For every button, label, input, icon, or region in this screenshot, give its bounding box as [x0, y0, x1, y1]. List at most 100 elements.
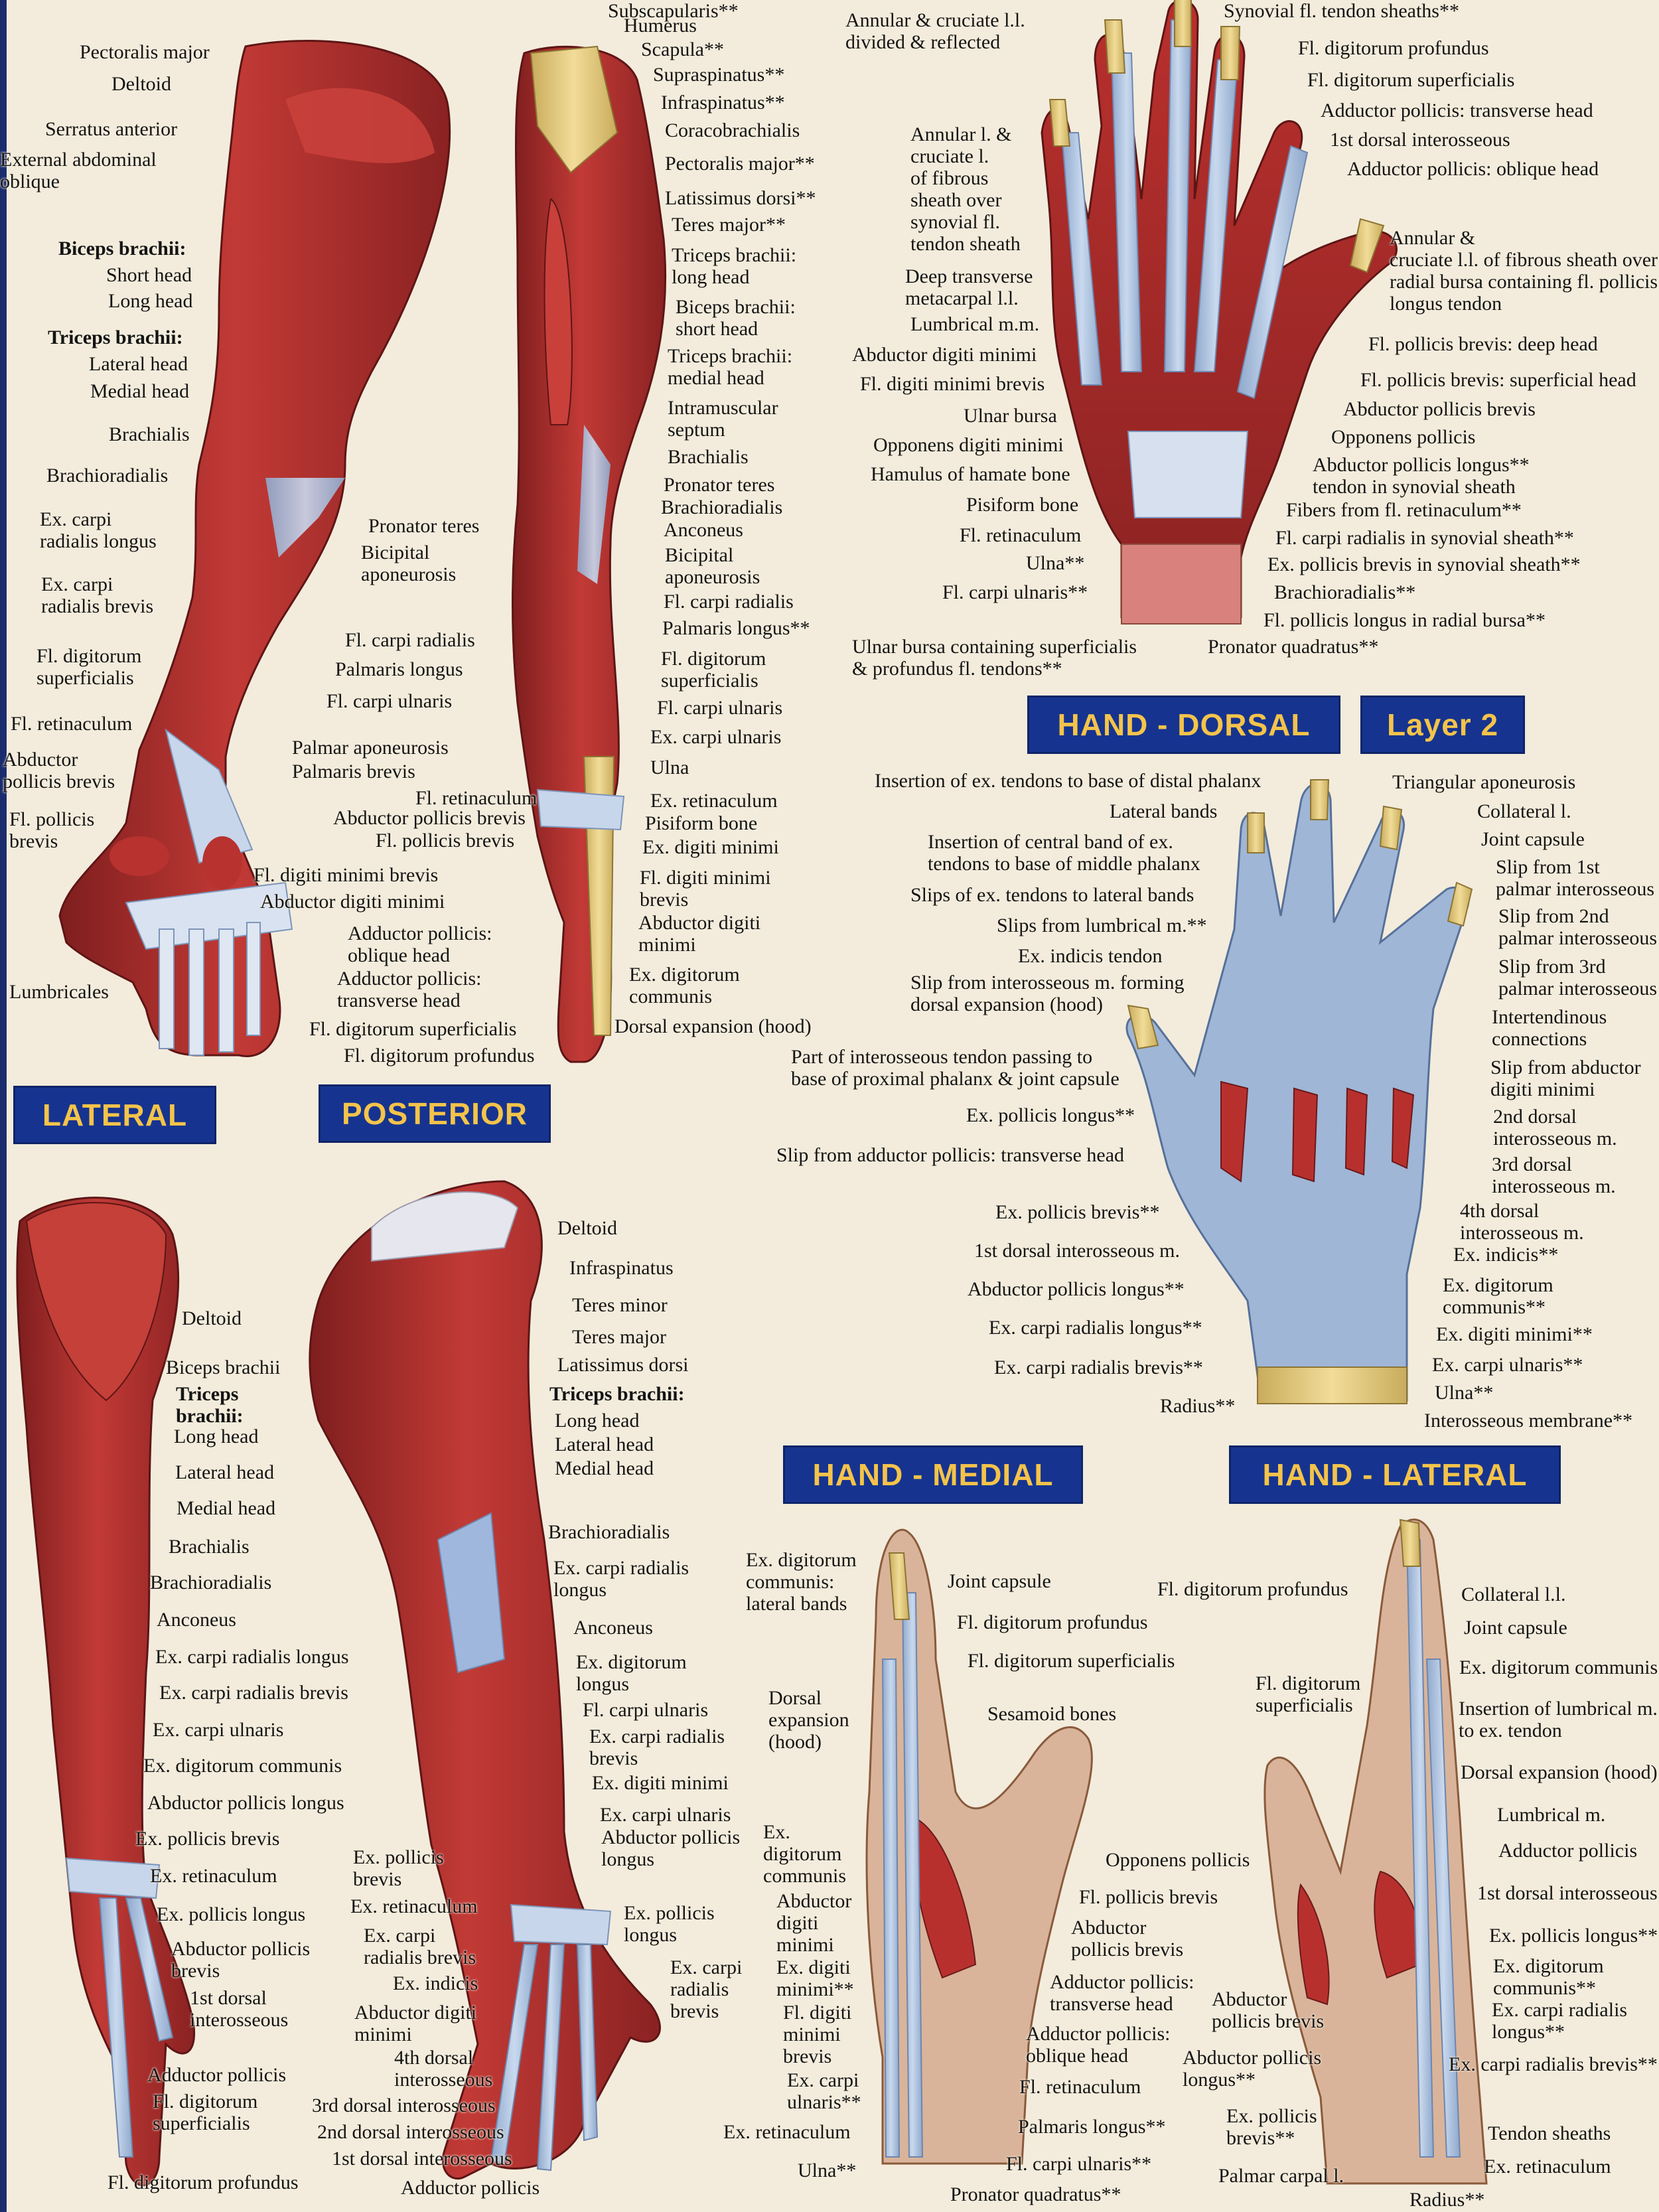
anatomy-label: Ulna**: [1026, 552, 1085, 574]
anatomy-label: Ex. retinaculum: [650, 790, 778, 812]
anatomy-label: Brachialis: [109, 423, 190, 445]
anatomy-label: 1st dorsal interosseous: [332, 2148, 512, 2170]
anatomy-label: Adductor pollicis:oblique head: [1026, 2023, 1171, 2067]
banner-lateral: LATERAL: [13, 1086, 216, 1144]
anatomy-label: Palmaris longus**: [1018, 2116, 1166, 2138]
anatomy-label: Medial head: [90, 380, 190, 402]
anatomy-label: Opponens pollicis: [1106, 1849, 1250, 1871]
anatomy-label: Brachioradialis: [548, 1521, 670, 1543]
anatomy-label: Abductor pollicis longus: [147, 1792, 344, 1814]
anatomy-label: Insertion of central band of ex.tendons …: [928, 831, 1200, 875]
anatomy-label: Collateral l.: [1477, 800, 1571, 822]
anatomy-label: Infraspinatus: [569, 1257, 674, 1279]
anatomy-label: Long head: [108, 290, 193, 312]
anatomy-label: Slip from adductor pollicis: transverse …: [776, 1144, 1125, 1166]
anatomy-label: Adductor pollicis:transverse head: [337, 968, 482, 1011]
anatomy-label: Palmaris longus**: [662, 617, 810, 639]
anatomy-label: Opponens digiti minimi: [873, 434, 1064, 456]
anatomy-label: Dorsal expansion (hood): [614, 1015, 812, 1037]
banner-hand-dorsal: HAND - DORSAL: [1027, 696, 1340, 754]
anatomy-label: Fl. digiti minimi brevis: [860, 373, 1045, 395]
anatomy-label: Pronator quadratus**: [1208, 636, 1379, 658]
anatomy-label: Ulnar bursa: [964, 405, 1057, 427]
anatomy-label: Adductor pollicis:transverse head: [1050, 1971, 1194, 2015]
anatomy-label: Opponens pollicis: [1331, 426, 1476, 448]
anatomy-label: Anconeus: [573, 1617, 653, 1639]
anatomy-label: Triceps brachii:: [48, 327, 183, 348]
anatomy-label: Annular &cruciate l.l. of fibrous sheath…: [1390, 227, 1658, 315]
anatomy-label: Pisiform bone: [645, 812, 758, 834]
anatomy-label: Ulna**: [798, 2160, 857, 2181]
anatomy-label: Teres major**: [672, 214, 786, 236]
anatomy-label: Ex. carpi ulnaris: [153, 1719, 284, 1741]
anatomy-label: Abductor pollicis brevis: [333, 807, 526, 829]
anatomy-label: Fl. pollicis brevis: deep head: [1368, 333, 1598, 355]
banner-hand-medial: HAND - MEDIAL: [783, 1445, 1083, 1504]
anatomy-label: Lumbrical m.: [1497, 1804, 1606, 1826]
anatomy-label: Ex. carpi ulnaris**: [1432, 1354, 1583, 1376]
anatomy-label: Scapula**: [641, 38, 724, 60]
anatomy-label: Deltoid: [557, 1217, 617, 1239]
anatomy-label: Anconeus: [157, 1609, 236, 1631]
anatomy-label: Ex. pollicis longus**: [966, 1104, 1135, 1126]
anatomy-label: Fl. pollicis brevis: superficial head: [1360, 369, 1636, 391]
banner-posterior: POSTERIOR: [319, 1084, 551, 1143]
anatomy-label: Fl. carpi radialis in synovial sheath**: [1275, 527, 1574, 549]
anatomy-label: Joint capsule: [1481, 828, 1585, 850]
anatomy-label: Teres minor: [572, 1294, 668, 1316]
anatomy-label: Brachioradialis**: [1274, 581, 1416, 603]
anatomy-label: Ex. pollicis brevis in synovial sheath**: [1267, 553, 1581, 575]
anatomy-label: 2nd dorsal interosseous: [317, 2121, 504, 2143]
figure-hand-dorsal: [1125, 779, 1473, 1404]
anatomy-label: Fibers from fl. retinaculum**: [1286, 499, 1522, 521]
anatomy-label: Abductor pollicis longus**tendon in syno…: [1313, 454, 1530, 498]
anatomy-label: Serratus anterior: [45, 118, 178, 140]
anatomy-label: Subscapularis**: [608, 0, 739, 22]
anatomy-label: Biceps brachii:: [58, 238, 186, 259]
anatomy-label: Ex. retinaculum: [723, 2121, 851, 2143]
anatomy-label: Pectoralis major: [80, 41, 210, 63]
anatomy-label: Ex. indicis**: [1453, 1244, 1559, 1266]
anatomy-label: Ex. retinaculum: [350, 1895, 478, 1917]
anatomy-label: Anconeus: [664, 519, 743, 541]
anatomy-label: Triceps brachii:long head: [672, 244, 797, 288]
anatomy-label: Pisiform bone: [966, 494, 1079, 516]
anatomy-label: Fl. pollicis brevis: [1079, 1886, 1218, 1908]
anatomy-label: Ex. carpi radialis longus**: [989, 1317, 1202, 1339]
anatomy-label: Interosseous membrane**: [1424, 1410, 1633, 1432]
anatomy-label: Long head: [174, 1426, 259, 1447]
anatomy-label: Slips from lumbrical m.**: [997, 915, 1207, 936]
anatomy-label: Ex. pollicis longus: [157, 1903, 306, 1925]
anatomy-label: Dorsal expansion (hood): [1461, 1761, 1658, 1783]
anatomy-label: Palmar aponeurosis: [292, 737, 449, 759]
anatomy-label: Lumbricales: [9, 981, 109, 1003]
anatomy-label: Ex. digitorum communis: [1459, 1657, 1658, 1678]
anatomy-label: Short head: [106, 264, 192, 286]
anatomy-label: Adductor pollicis: [401, 2177, 540, 2199]
anatomy-label: Pronator teres: [664, 474, 775, 496]
anatomy-label: Teres major: [572, 1326, 667, 1348]
